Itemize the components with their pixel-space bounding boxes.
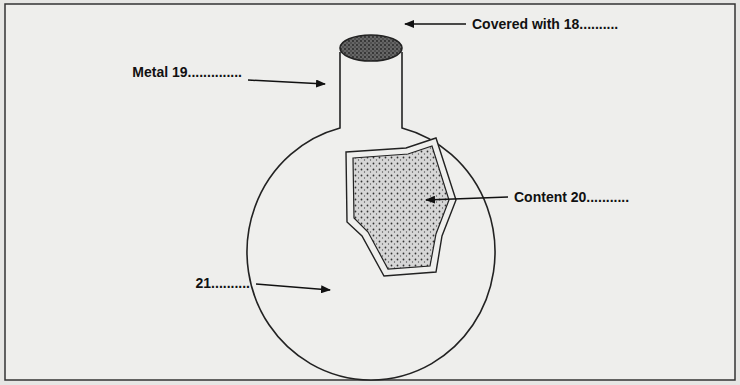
leader-arrow xyxy=(256,284,330,290)
flask-cover xyxy=(340,35,402,61)
callout-label: Metal 19.............. xyxy=(132,64,242,80)
frame xyxy=(5,4,735,380)
flask-body xyxy=(247,52,495,380)
leader-arrow xyxy=(426,197,508,200)
flask-content xyxy=(353,146,449,269)
callout-label: 21.......... xyxy=(196,275,250,291)
callout-label: Covered with 18.......... xyxy=(472,16,618,32)
content-outline xyxy=(346,138,456,276)
callout-label: Content 20........... xyxy=(514,189,629,205)
leader-arrow xyxy=(405,23,466,25)
leader-arrow xyxy=(248,80,325,84)
